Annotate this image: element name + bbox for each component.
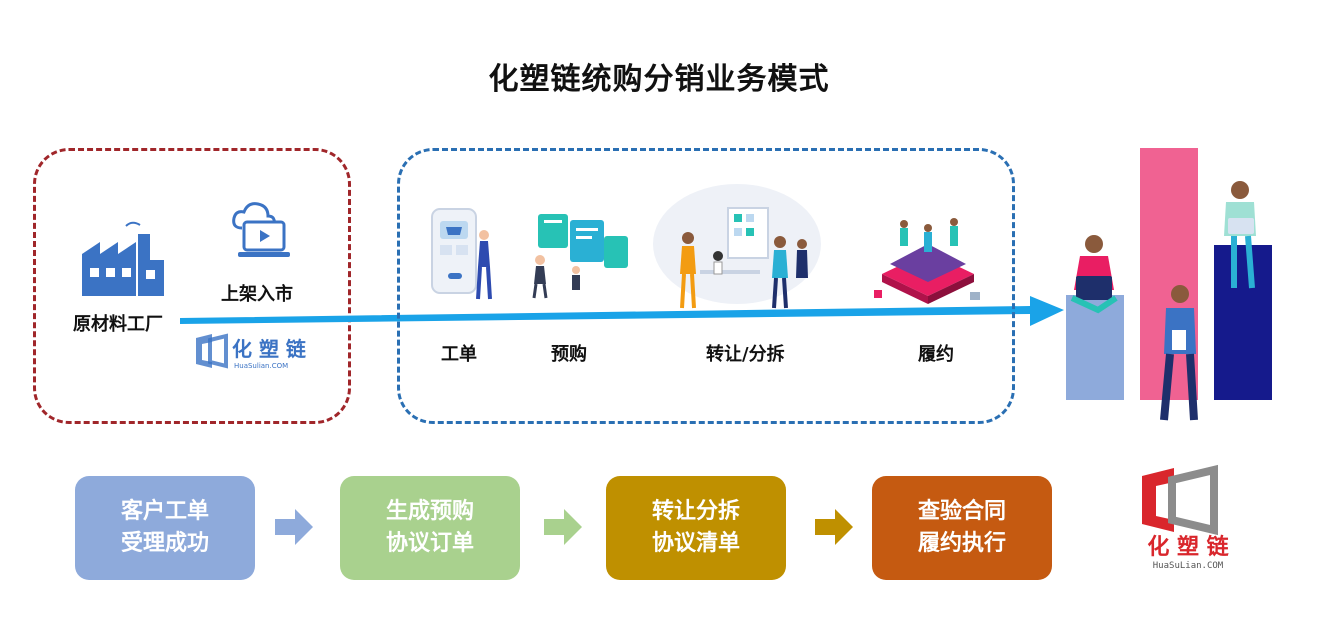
supply-region — [33, 148, 351, 424]
process-box-line: 生成预购 — [385, 499, 474, 524]
process-box-line: 协议订单 — [385, 531, 474, 556]
flow-step-label: 工单 — [441, 344, 477, 365]
huasulian-logo-small: 化 塑 链 HuaSulian.COM — [196, 333, 307, 370]
process-box-customer-order: 客户工单 受理成功 — [75, 476, 255, 580]
main-flow-arrow — [180, 296, 1064, 326]
logo-small-name: 化 塑 链 — [232, 337, 307, 361]
process-arrow-icon — [275, 509, 313, 545]
logo-large-name: 化 塑 链 — [1147, 534, 1228, 560]
huasulian-logo-large: 化 塑 链 HuaSuLian.COM — [1142, 464, 1229, 571]
logo-large-domain: HuaSuLian.COM — [1153, 561, 1224, 571]
process-box-line: 客户工单 — [120, 499, 209, 524]
page-title: 化塑链统购分销业务模式 — [488, 62, 830, 97]
flow-step-label: 转让/分拆 — [706, 344, 785, 365]
process-box-presale-agreement: 生成预购 协议订单 — [340, 476, 520, 580]
process-box-contract-fulfillment: 查验合同 履约执行 — [872, 476, 1052, 580]
process-box-line: 受理成功 — [120, 531, 209, 556]
process-box-line: 协议清单 — [651, 531, 740, 556]
growth-bars-illustration — [1066, 148, 1272, 421]
process-box-transfer-split: 转让分拆 协议清单 — [606, 476, 786, 580]
cloud-laptop-icon — [232, 202, 290, 257]
factory-label: 原材料工厂 — [73, 314, 163, 335]
platform-team-illustration — [874, 218, 980, 304]
team-meeting-illustration — [653, 184, 821, 309]
process-box-line: 转让分拆 — [651, 499, 740, 524]
phone-shopping-illustration — [431, 208, 492, 300]
screens-illustration — [532, 214, 628, 299]
process-arrow-icon — [815, 509, 853, 545]
process-box-line: 查验合同 — [917, 499, 1006, 524]
flow-step-label: 履约 — [918, 344, 954, 365]
process-box-line: 履约执行 — [917, 531, 1006, 556]
flow-step-label: 预购 — [551, 344, 587, 365]
listing-label: 上架入市 — [221, 284, 293, 305]
logo-small-domain: HuaSulian.COM — [234, 362, 288, 370]
flow-region — [397, 148, 1015, 424]
factory-icon — [82, 221, 164, 296]
process-arrow-icon — [544, 509, 582, 545]
